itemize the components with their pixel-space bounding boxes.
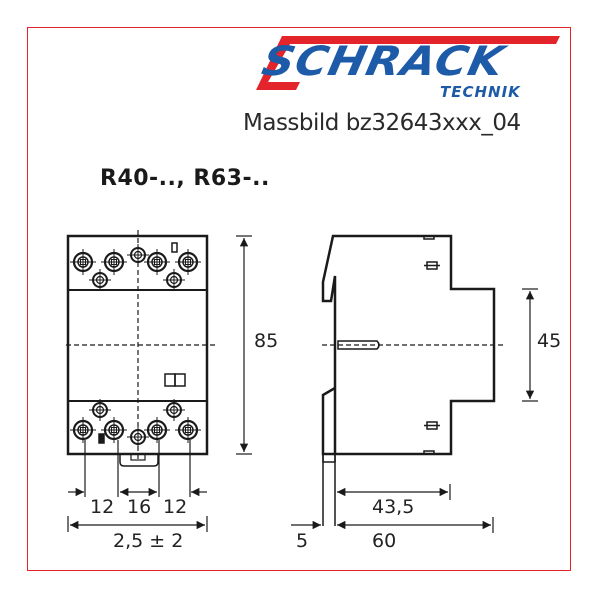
dim-left-12: 12 bbox=[90, 496, 115, 518]
dim-right-12: 12 bbox=[163, 496, 188, 518]
depth-total-label: 60 bbox=[372, 530, 397, 552]
drawing-frame bbox=[27, 27, 571, 571]
brand-sub: TECHNIK bbox=[440, 83, 521, 101]
rail-label: 5 bbox=[296, 530, 309, 552]
front-height-label: 85 bbox=[254, 330, 279, 352]
depth-inner-label: 43,5 bbox=[372, 496, 415, 518]
dim-middle-16: 16 bbox=[127, 496, 152, 518]
dim-total-width: 2,5 ± 2 bbox=[113, 530, 184, 552]
side-height-label: 45 bbox=[537, 330, 562, 352]
drawing-title: R40-.., R63-.. bbox=[100, 166, 270, 191]
drawing-caption: Massbild bz32643xxx_04 bbox=[243, 110, 521, 136]
